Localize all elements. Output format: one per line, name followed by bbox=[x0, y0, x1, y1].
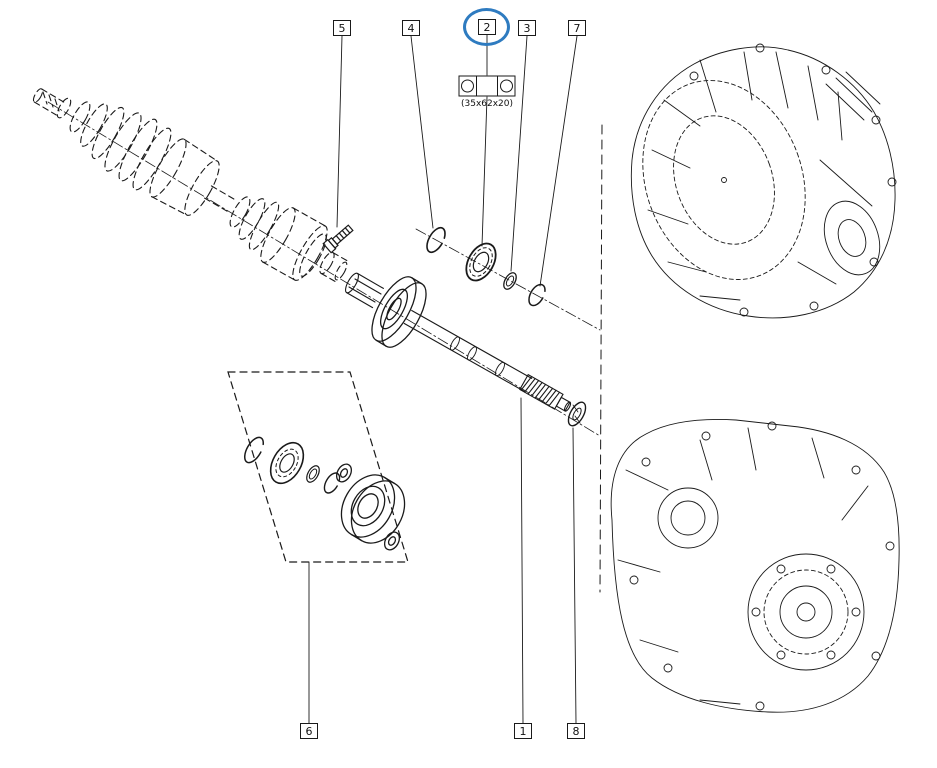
bearing-2 bbox=[465, 242, 497, 282]
bolt bbox=[322, 224, 354, 254]
callout-5[interactable]: 5 bbox=[333, 20, 351, 36]
callout-2[interactable]: 2 bbox=[478, 19, 496, 35]
callout-7[interactable]: 7 bbox=[568, 20, 586, 36]
leader-line-7 bbox=[539, 35, 578, 287]
callout-3[interactable]: 3 bbox=[518, 20, 536, 36]
callout-8[interactable]: 8 bbox=[567, 723, 585, 739]
leader-line-2b bbox=[481, 96, 488, 247]
snap-ring-4 bbox=[426, 226, 446, 254]
leader-line-5 bbox=[336, 35, 343, 228]
callout-6[interactable]: 6 bbox=[300, 723, 318, 739]
section-boundary-line bbox=[599, 124, 603, 593]
leader-line-1 bbox=[520, 397, 524, 724]
leader-line-3 bbox=[510, 35, 528, 272]
end-washer-8 bbox=[567, 401, 587, 427]
cv-boot-small bbox=[229, 196, 280, 251]
callout-1[interactable]: 1 bbox=[514, 723, 532, 739]
gearbox-bottom bbox=[610, 419, 900, 713]
shaft-splined-end bbox=[519, 373, 572, 412]
drive-shaft bbox=[345, 272, 587, 427]
cv-axle-phantom bbox=[32, 88, 348, 282]
circlip-7 bbox=[528, 283, 546, 307]
callout-4[interactable]: 4 bbox=[402, 20, 420, 36]
bearing-dimension-label: (35x62x20) bbox=[460, 99, 514, 109]
leader-lines bbox=[308, 34, 578, 724]
kit-circlip bbox=[243, 436, 265, 464]
centerline-axle bbox=[47, 101, 601, 437]
gearbox-top bbox=[630, 43, 897, 319]
kit-flange-housing bbox=[335, 463, 406, 551]
leader-line-4 bbox=[410, 35, 434, 229]
kit-snap-ring bbox=[323, 472, 341, 494]
leader-line-8 bbox=[572, 427, 577, 724]
kit-bearing bbox=[269, 441, 305, 485]
shaft-bearing-flange bbox=[371, 276, 427, 348]
bearing-dimension-icon bbox=[458, 75, 516, 97]
washer-3 bbox=[503, 272, 517, 290]
bearing-kit-box bbox=[227, 371, 409, 563]
kit-washer bbox=[306, 465, 320, 483]
